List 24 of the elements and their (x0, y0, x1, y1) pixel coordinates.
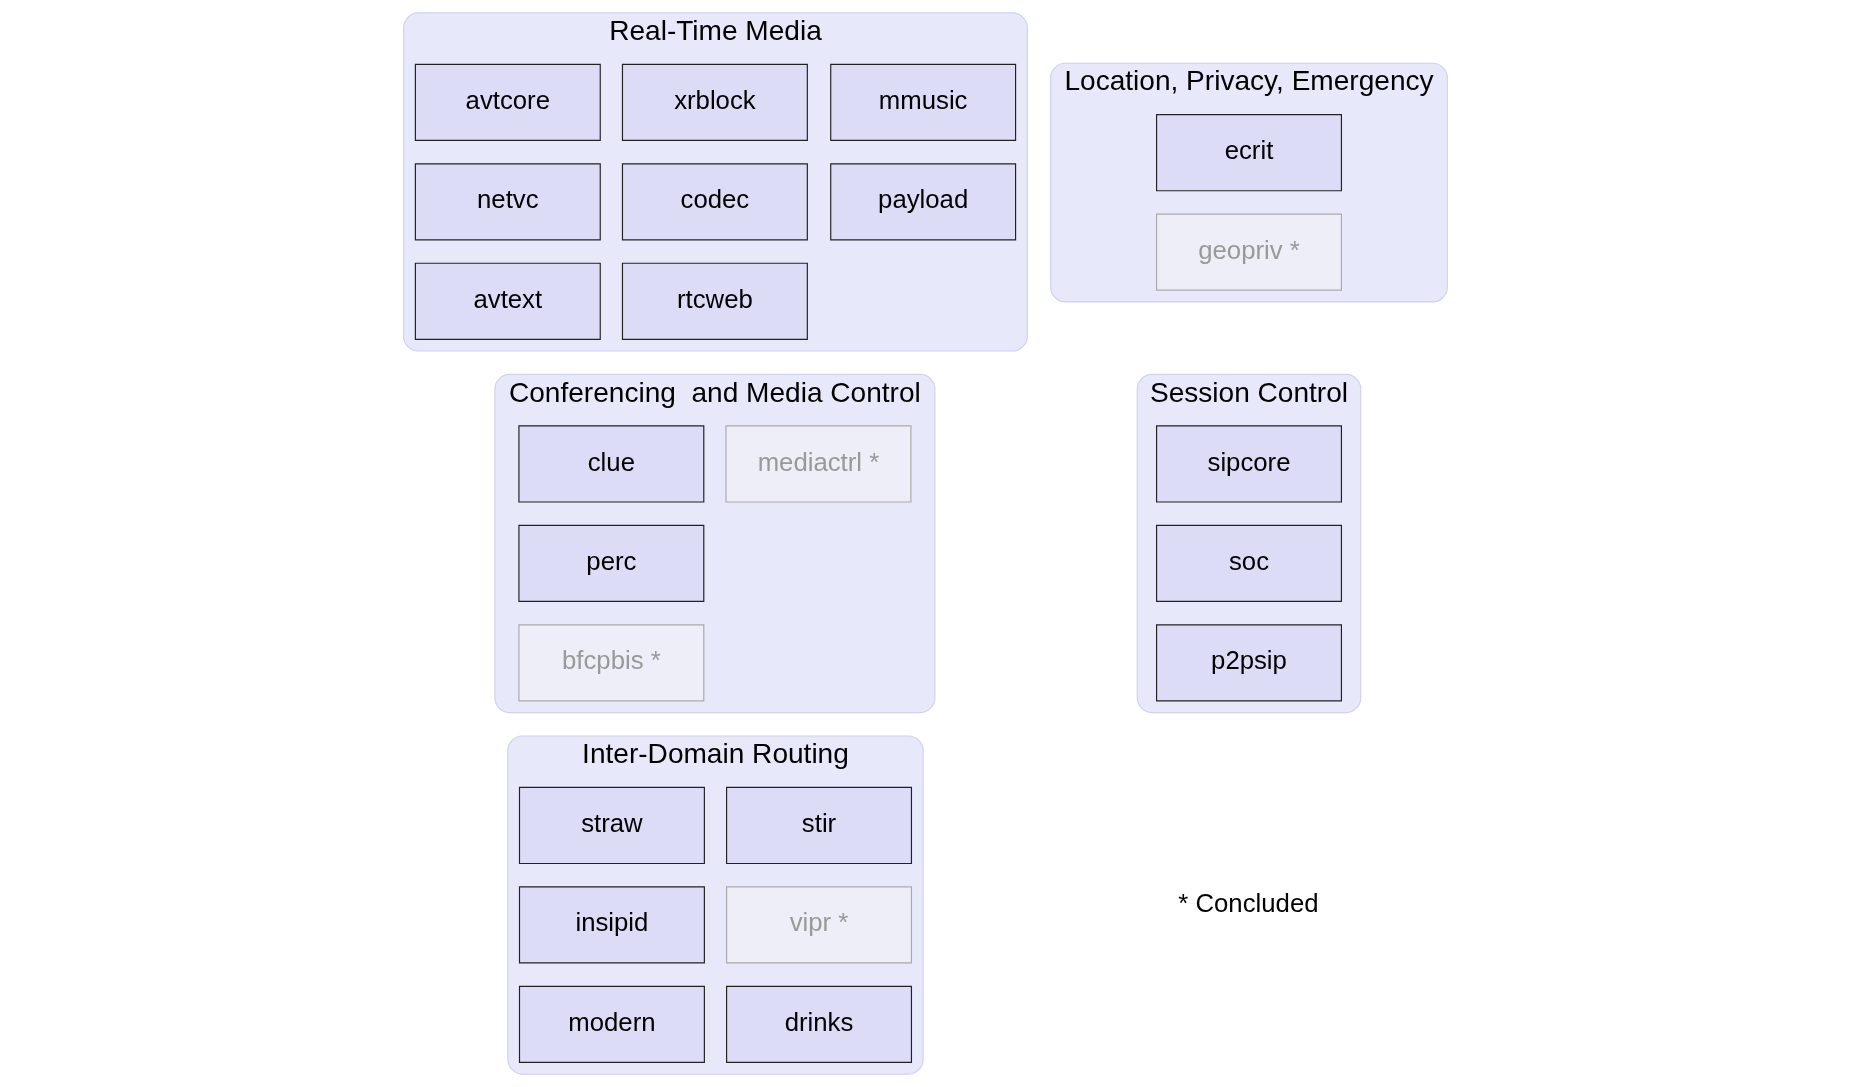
node-box: bfcpbis * (518, 624, 705, 702)
node-box: insipid (518, 886, 705, 964)
node-box: stir (726, 786, 913, 865)
node-box: vipr * (726, 886, 913, 964)
node-box: avtcore (414, 63, 601, 141)
node-box: netvc (414, 163, 601, 241)
node-box: drinks (726, 985, 913, 1063)
node-box: ecrit (1156, 114, 1343, 192)
node-box: p2psip (1156, 624, 1343, 702)
node-box: rtcweb (621, 262, 808, 340)
node-box: geopriv * (1156, 213, 1343, 291)
node-box: avtext (414, 262, 601, 340)
node-box: sipcore (1156, 425, 1343, 503)
label: * Concluded (1178, 888, 1319, 917)
node-box: payload (830, 163, 1017, 241)
node-box: mmusic (830, 63, 1017, 141)
node-box: xrblock (621, 63, 808, 141)
node-box: mediactrl * (725, 425, 912, 503)
node-box: modern (518, 985, 705, 1063)
node-box: codec (621, 163, 808, 241)
node-box: clue (518, 425, 705, 503)
node-box: perc (518, 524, 705, 602)
node-box: straw (518, 786, 705, 865)
node-box: soc (1156, 524, 1343, 602)
